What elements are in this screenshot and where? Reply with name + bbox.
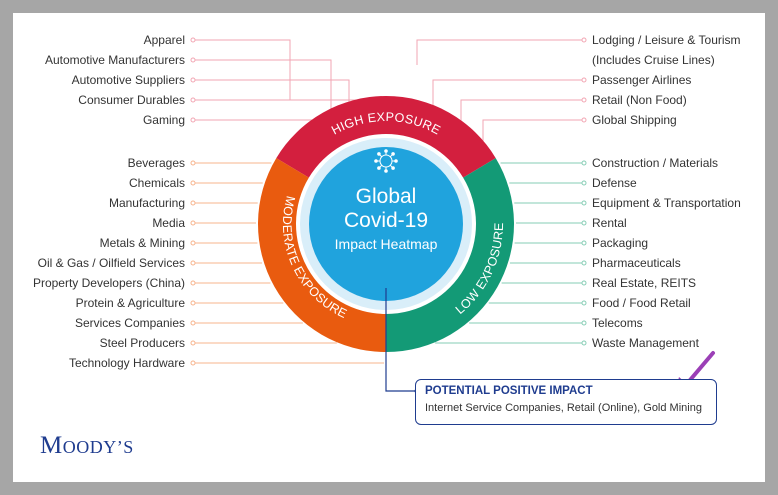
connector-dot — [190, 160, 196, 166]
moderate-label: Oil & Gas / Oilfield Services — [37, 256, 185, 270]
moderate-label: Beverages — [127, 156, 185, 170]
high-right-connector — [416, 39, 584, 65]
high-right-label: Passenger Airlines — [592, 73, 692, 87]
moderate-label: Property Developers (China) — [32, 276, 185, 290]
low-label: Pharmaceuticals — [592, 256, 681, 270]
moderate-label: Chemicals — [128, 176, 185, 190]
low-label: Food / Food Retail — [592, 296, 691, 310]
moderate-label: Protein & Agriculture — [75, 296, 185, 310]
positive-impact-text: Internet Service Companies, Retail (Onli… — [425, 402, 702, 414]
low-label: Construction / Materials — [592, 156, 719, 170]
connector-dot — [190, 77, 196, 83]
connector-dot — [581, 220, 587, 226]
high-right-label: (Includes Cruise Lines) — [592, 53, 715, 67]
center-subtitle: Impact Heatmap — [335, 236, 438, 252]
low-label: Defense — [592, 176, 637, 190]
connector-dot — [581, 320, 587, 326]
low-label: Packaging — [592, 236, 649, 250]
connector-dot — [581, 180, 587, 186]
moderate-label: Steel Producers — [99, 336, 185, 350]
connector-dot — [581, 240, 587, 246]
high-left-label: Gaming — [142, 113, 185, 127]
exposure-ring — [258, 95, 514, 352]
high-right-label: Global Shipping — [592, 113, 677, 127]
connector-dot — [190, 180, 196, 186]
moderate-label: Manufacturing — [108, 196, 185, 210]
low-label: Real Estate, REITS — [592, 276, 697, 290]
high-left-connector — [193, 39, 291, 100]
connector-dot — [190, 320, 196, 326]
high-left-connector — [193, 99, 370, 101]
high-right-label: Lodging / Leisure & Tourism — [592, 33, 741, 47]
connector-dot — [581, 37, 587, 43]
high-right-connector — [482, 119, 584, 145]
connector-dot — [581, 280, 587, 286]
high-left-connector — [193, 59, 332, 111]
high-right-connector — [432, 79, 584, 105]
connector-dot — [190, 220, 196, 226]
positive-impact-box: POTENTIAL POSITIVE IMPACT Internet Servi… — [415, 379, 717, 425]
moderate-label: Services Companies — [74, 316, 185, 330]
connector-dot — [190, 57, 196, 63]
connector-dot — [581, 340, 587, 346]
connector-dot — [190, 200, 196, 206]
center-title-line1: Global — [356, 185, 417, 208]
high-exposure-segment — [276, 95, 496, 178]
connector-dot — [190, 240, 196, 246]
high-right-connector — [460, 99, 584, 125]
connector-dot — [581, 77, 587, 83]
connector-dot — [190, 300, 196, 306]
positive-impact-title: POTENTIAL POSITIVE IMPACT — [425, 385, 593, 397]
virus-icon — [374, 149, 398, 173]
low-label: Waste Management — [592, 336, 699, 350]
moderate-exposure-segment — [258, 158, 386, 352]
moderate-label: Media — [152, 216, 185, 230]
connector-dot — [190, 117, 196, 123]
connector-dot — [581, 117, 587, 123]
connector-dot — [581, 260, 587, 266]
moderate-label: Metals & Mining — [99, 236, 185, 250]
connector-dot — [190, 280, 196, 286]
moderate-label: Technology Hardware — [68, 356, 185, 370]
connector-dot — [190, 37, 196, 43]
connector-dot — [581, 97, 587, 103]
connector-dot — [581, 200, 587, 206]
connector-dot — [581, 300, 587, 306]
connector-dot — [190, 340, 196, 346]
high-left-label: Consumer Durables — [78, 93, 185, 107]
connector-dot — [581, 160, 587, 166]
low-label: Rental — [592, 216, 627, 230]
connector-dot — [190, 360, 196, 366]
high-left-connector — [193, 79, 350, 104]
center-circle — [309, 147, 463, 301]
moodys-logo: MOODY’S — [40, 432, 134, 459]
low-label: Equipment & Transportation — [592, 196, 741, 210]
high-left-label: Apparel — [143, 33, 185, 47]
high-right-label: Retail (Non Food) — [592, 93, 687, 107]
connector-dot — [190, 97, 196, 103]
connector-dot — [190, 260, 196, 266]
high-left-label: Automotive Suppliers — [71, 73, 185, 87]
low-exposure-segment — [386, 158, 514, 352]
high-left-label: Automotive Manufacturers — [44, 53, 185, 67]
center-title-line2: Covid-19 — [344, 209, 428, 232]
positive-impact-connector — [385, 288, 417, 392]
low-label: Telecoms — [592, 316, 643, 330]
